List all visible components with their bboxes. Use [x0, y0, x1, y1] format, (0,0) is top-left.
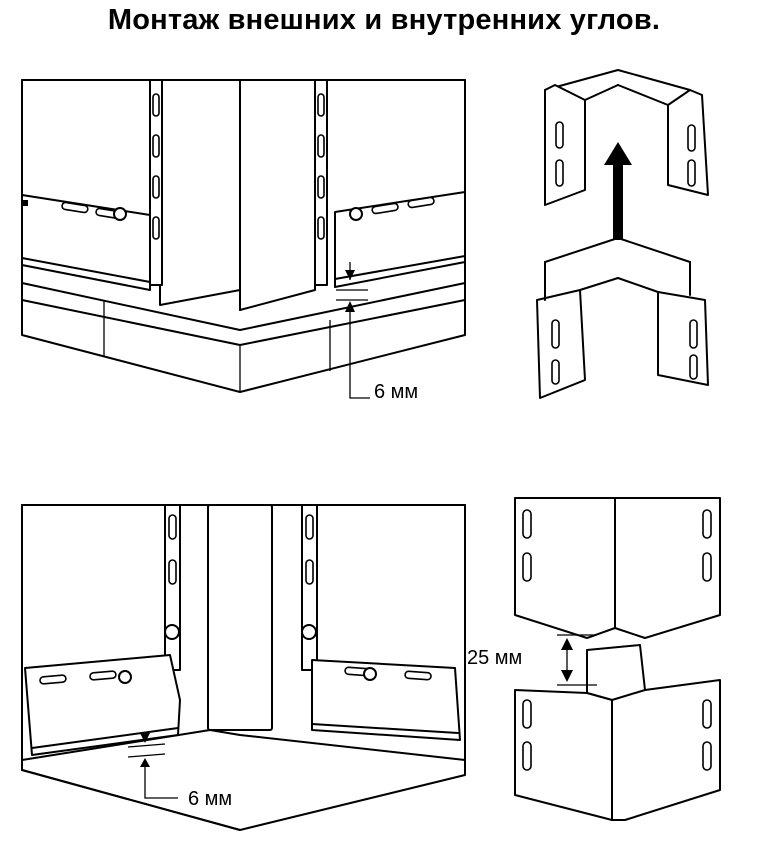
outer-corner-gap-label: 6 мм [374, 381, 418, 403]
inner-corner-gap-label: 6 мм [188, 788, 232, 810]
inner-corner-assembly-drawing [514, 497, 721, 821]
inner-corner-drawing [21, 504, 466, 831]
outer-corner-assembly-drawing [536, 69, 709, 399]
page-title: Монтаж внешних и внутренних углов. [107, 4, 661, 36]
outer-corner-drawing [21, 79, 466, 399]
inner-corner-overlap-label: 25 мм [467, 647, 522, 669]
